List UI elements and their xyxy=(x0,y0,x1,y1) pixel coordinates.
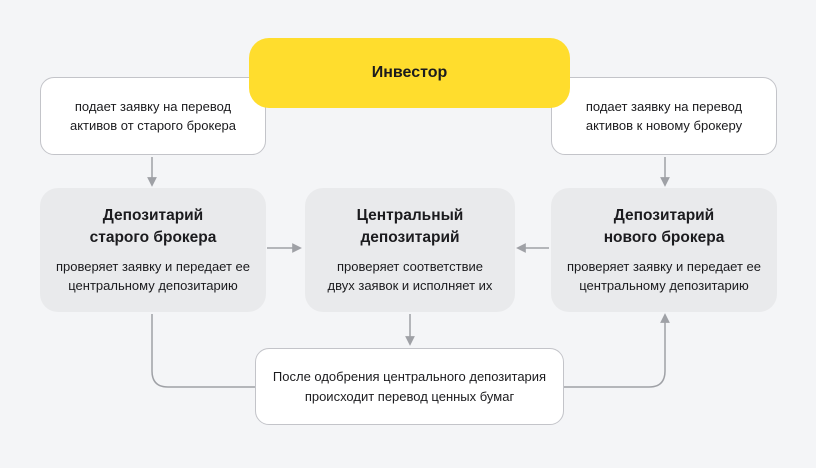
note-right-text: подает заявку на перевод активов к новом… xyxy=(585,98,743,134)
note-left-text: подает заявку на перевод активов от стар… xyxy=(69,98,237,134)
result-text: После одобрения центрального депозитария… xyxy=(272,369,547,404)
note-transfer-from-old-broker: подает заявку на перевод активов от стар… xyxy=(40,77,266,155)
investor-node: Инвестор xyxy=(249,38,570,108)
connector-depository-old-to-result xyxy=(151,314,255,388)
arrow-result-to-depository-new xyxy=(564,313,670,388)
note-transfer-to-new-broker: подает заявку на перевод активов к новом… xyxy=(551,77,777,155)
central-depository-title: Центральный депозитарий xyxy=(356,206,464,246)
result-note: После одобрения центрального депозитария… xyxy=(255,348,564,425)
depository-old-description: проверяет заявку и передает ее центральн… xyxy=(55,258,251,293)
depository-old-title: Депозитарий старого брокера xyxy=(89,206,217,246)
central-depository-node: Центральный депозитарий проверяет соотве… xyxy=(305,188,515,312)
depository-new-description: проверяет заявку и передает ее центральн… xyxy=(566,258,762,293)
depository-old-broker-node: Депозитарий старого брокера проверяет за… xyxy=(40,188,266,312)
investor-label: Инвестор xyxy=(371,64,448,81)
depository-new-title: Депозитарий нового брокера xyxy=(603,206,725,246)
depository-new-broker-node: Депозитарий нового брокера проверяет зая… xyxy=(551,188,777,312)
central-depository-description: проверяет соответствие двух заявок и исп… xyxy=(327,258,493,293)
